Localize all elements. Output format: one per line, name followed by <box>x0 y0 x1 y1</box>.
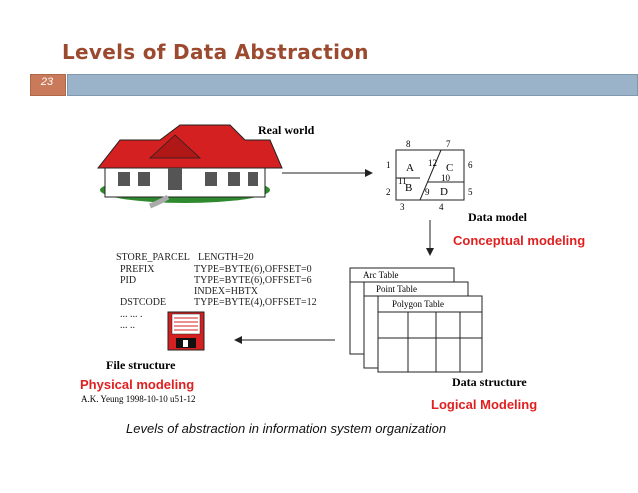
map-number: 3 <box>400 202 405 212</box>
map-number: 7 <box>446 139 451 149</box>
physical-modeling-label: Physical modeling <box>80 377 195 392</box>
house-icon <box>96 124 283 209</box>
conceptual-modeling-label: Conceptual modeling <box>453 233 586 248</box>
map-number: 10 <box>441 173 450 183</box>
floppy-disk-icon <box>167 311 205 351</box>
file-row-value: TYPE=BYTE(4),OFFSET=12 <box>194 297 317 308</box>
table-title: Arc Table <box>363 270 399 280</box>
slide-number: 23 <box>40 76 54 88</box>
diagram-caption: Levels of abstraction in information sys… <box>126 421 447 436</box>
file-row-value: TYPE=BYTE(6),OFFSET=6 <box>194 275 312 286</box>
file-row-name: ... ... . <box>120 309 143 320</box>
data-structure-label: Data structure <box>452 375 527 389</box>
file-row-value: LENGTH=20 <box>198 252 254 263</box>
real-world-label: Real world <box>258 123 315 137</box>
file-row-name: DSTCODE <box>120 297 167 308</box>
file-structure-label: File structure <box>106 358 176 372</box>
data-model-label: Data model <box>468 210 527 224</box>
table-title: Point Table <box>376 284 417 294</box>
map-region: B <box>405 182 413 194</box>
file-row-value: INDEX=HBTX <box>194 286 258 297</box>
map-number: 12 <box>428 158 437 168</box>
file-row-name: PREFIX <box>120 264 155 275</box>
map-number: 1 <box>386 160 391 170</box>
table-stack <box>349 267 483 373</box>
map-number: 2 <box>386 187 391 197</box>
map-number: 6 <box>468 160 473 170</box>
map-number: 4 <box>439 202 444 212</box>
file-row-name: ... .. <box>120 320 135 331</box>
map-number: 8 <box>406 139 411 149</box>
map-region: D <box>440 186 448 198</box>
header-bar: 23 <box>30 74 638 96</box>
map-number: 5 <box>468 187 473 197</box>
table-title: Polygon Table <box>392 299 444 309</box>
map-number: 11 <box>398 176 407 186</box>
logical-modeling-label: Logical Modeling <box>431 397 538 412</box>
slide-number-box <box>30 74 66 96</box>
file-row-value: TYPE=BYTE(6),OFFSET=0 <box>194 264 312 275</box>
map-region: A <box>406 162 414 174</box>
slide-title: Levels of Data Abstraction <box>62 40 369 64</box>
credit-text: A.K. Yeung 1998-10-10 u51-12 <box>81 394 196 404</box>
file-row-name: STORE_PARCEL <box>116 252 190 263</box>
map-number: 9 <box>425 187 430 197</box>
data-model-map <box>395 149 465 201</box>
file-row-name: PID <box>120 275 137 286</box>
map-region: C <box>446 162 454 174</box>
